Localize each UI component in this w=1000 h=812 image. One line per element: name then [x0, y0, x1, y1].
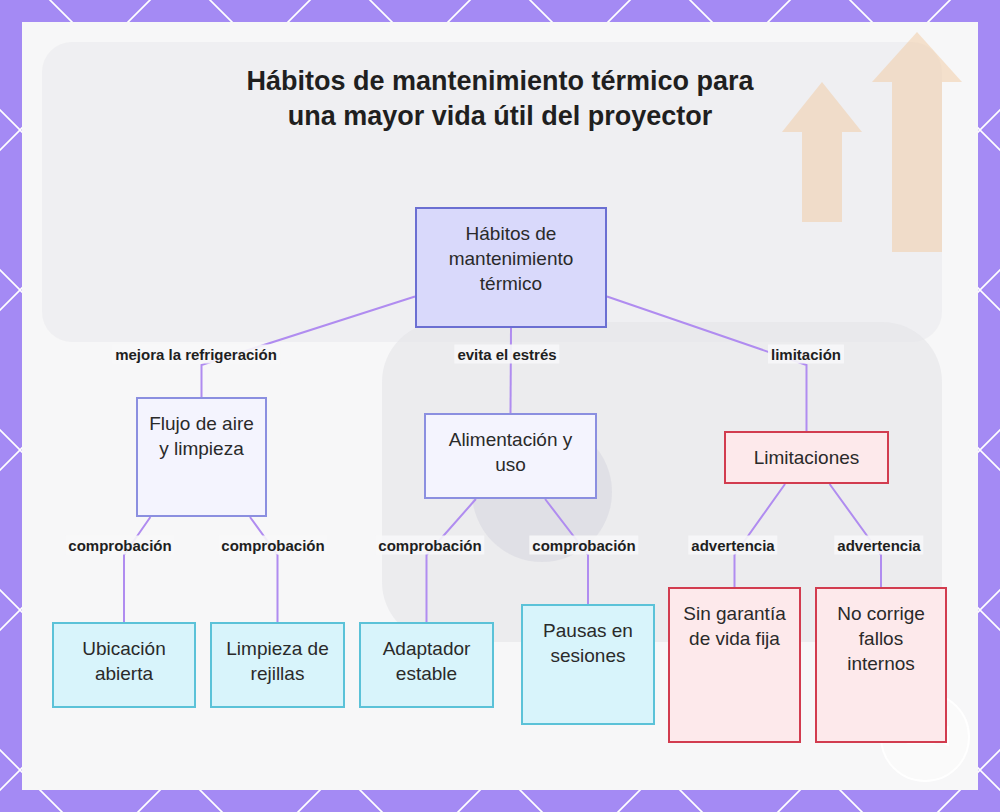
check-box: Limpieza de rejillas [210, 622, 345, 708]
edge-label: evita el estrés [454, 345, 559, 364]
connector [124, 517, 150, 622]
edge-label: advertencia [834, 536, 923, 555]
node-text: Adaptador estable [369, 636, 484, 686]
faded-arrow [782, 82, 862, 222]
diagram-title: Hábitos de mantenimiento térmico para un… [245, 64, 755, 134]
limitation-box: Limitaciones [724, 431, 889, 484]
edge-label: comprobación [529, 536, 638, 555]
edge-label: limitación [768, 345, 844, 364]
connector [250, 517, 278, 622]
edge-label: comprobación [65, 536, 174, 555]
connector-line [124, 517, 150, 622]
node-text: Pausas en sesiones [531, 618, 645, 668]
connector-line [607, 297, 807, 431]
edge-label: advertencia [688, 536, 777, 555]
category-box: Flujo de aire y limpieza [136, 397, 267, 517]
edge-label: comprobación [218, 536, 327, 555]
category-box: Alimentación y uso [424, 413, 597, 499]
node-text: Hábitos de mantenimiento térmico [425, 221, 597, 296]
node-text: Sin garantía de vida fija [678, 601, 791, 651]
connector [510, 328, 512, 413]
warning-box: Sin garantía de vida fija [668, 587, 801, 743]
connector [427, 499, 476, 622]
node-text: Alimentación y uso [434, 427, 587, 477]
node-text: Flujo de aire y limpieza [146, 411, 257, 461]
connector-line [427, 499, 476, 622]
connector [607, 297, 807, 431]
root-box: Hábitos de mantenimiento térmico [415, 207, 607, 328]
node-text: No corrige fallos internos [825, 601, 937, 676]
edge-label: mejora la refrigeración [112, 345, 280, 364]
check-box: Ubicación abierta [52, 622, 196, 708]
faded-banner [42, 42, 942, 342]
connector-line [510, 328, 513, 413]
check-box: Pausas en sesiones [521, 604, 655, 725]
connector-line [250, 517, 278, 622]
check-box: Adaptador estable [359, 622, 494, 708]
node-text: Ubicación abierta [62, 636, 186, 686]
edge-label: comprobación [375, 536, 484, 555]
faded-arrow [872, 32, 962, 252]
node-text: Limitaciones [734, 445, 879, 470]
warning-box: No corrige fallos internos [815, 587, 947, 743]
node-text: Limpieza de rejillas [220, 636, 335, 686]
